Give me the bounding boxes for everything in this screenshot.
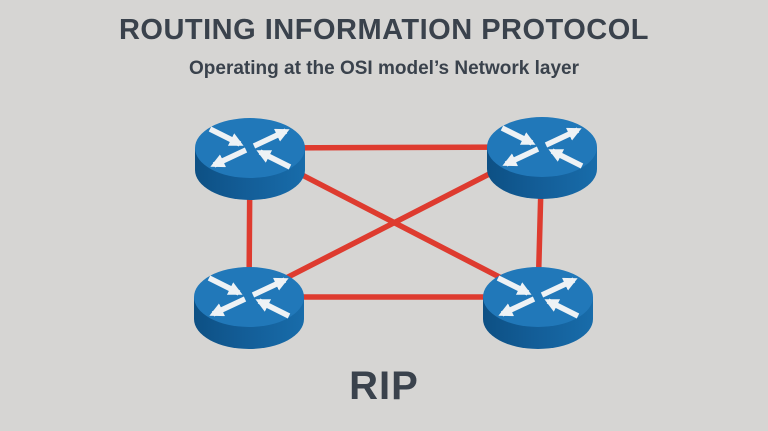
subtitle: Operating at the OSI model’s Network lay… <box>189 58 579 79</box>
page-title: ROUTING INFORMATION PROTOCOL <box>118 14 650 46</box>
router-icon-top-right <box>487 117 597 199</box>
router-icon-bottom-right <box>483 267 593 349</box>
footer-label: RIP <box>349 364 419 408</box>
router-icon-top-left <box>195 118 305 200</box>
router-icon-bottom-left <box>194 267 304 349</box>
